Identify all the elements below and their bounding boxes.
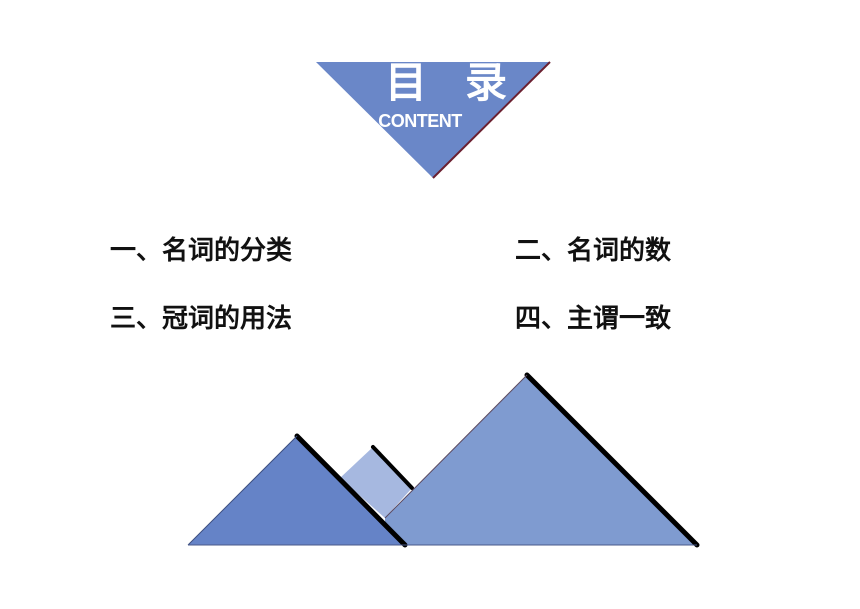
mountains-illustration xyxy=(187,372,700,548)
mountain-middle-outline xyxy=(371,445,414,490)
toc-item-subject-verb-agreement[interactable]: 四、主谓一致 xyxy=(515,304,672,334)
mountain-right xyxy=(385,375,697,545)
toc-item-noun-classification[interactable]: 一、名词的分类 xyxy=(110,236,293,266)
content-subtitle: CONTENT xyxy=(378,111,462,131)
mountain-left-outline xyxy=(294,433,408,548)
mountain-right-outline xyxy=(524,372,700,548)
title-char-lu: 录 xyxy=(465,58,508,107)
mountain-left-left-edge xyxy=(187,435,298,546)
header-banner xyxy=(316,61,551,179)
toc-item-noun-number[interactable]: 二、名词的数 xyxy=(515,236,672,266)
title-char-mu: 目 xyxy=(385,58,428,107)
mountain-middle xyxy=(340,447,412,518)
mountain-right-left-edge xyxy=(384,374,528,519)
banner-shadow-edge xyxy=(432,61,551,179)
mountain-left xyxy=(188,436,405,545)
toc-item-article-usage[interactable]: 三、冠词的用法 xyxy=(110,304,293,334)
banner-triangle xyxy=(316,62,550,178)
